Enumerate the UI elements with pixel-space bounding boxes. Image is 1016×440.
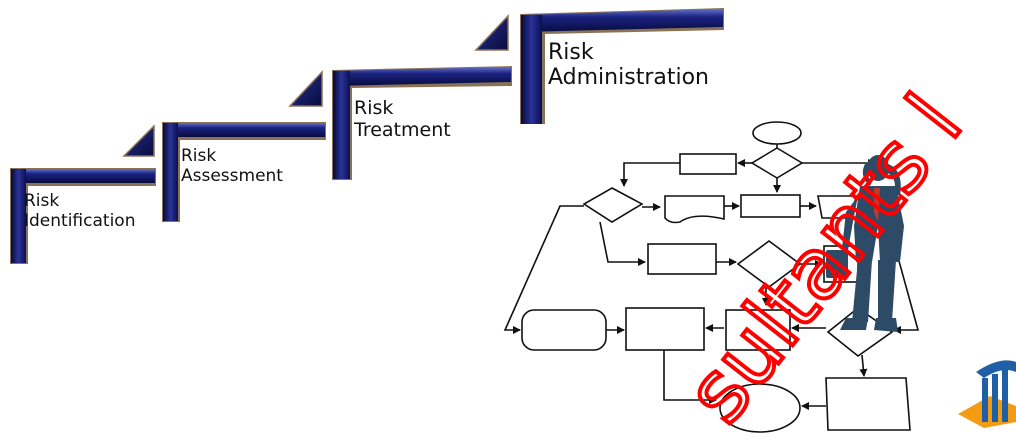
step-label-line2: Assessment bbox=[181, 165, 283, 186]
step-label-risk-treatment: Risk Treatment bbox=[354, 97, 451, 142]
step-label-risk-assessment: Risk Assessment bbox=[181, 146, 283, 186]
flow-start-oval bbox=[752, 121, 802, 145]
step-label-risk-administration: Risk Administration bbox=[548, 40, 709, 90]
step-label-line1: Risk bbox=[24, 191, 60, 211]
step-label-line2: Administration bbox=[548, 64, 709, 90]
flow-box-bottom-right bbox=[825, 377, 911, 431]
step-label-line2: Treatment bbox=[354, 118, 451, 141]
step-label-line1: Risk bbox=[354, 97, 394, 119]
flow-box-lower bbox=[647, 243, 717, 275]
company-logo-icon bbox=[958, 360, 1016, 428]
flow-terminal-left bbox=[521, 309, 607, 351]
flow-box-mid bbox=[740, 194, 801, 218]
flow-box-bottom-mid bbox=[725, 309, 791, 351]
flow-decision-top bbox=[750, 147, 804, 179]
step-risk-identification bbox=[10, 124, 156, 264]
flow-box-bottom-left bbox=[625, 307, 705, 351]
flow-box-top bbox=[679, 153, 737, 175]
businessman-figure-icon bbox=[826, 155, 904, 332]
step-label-line1: Risk bbox=[181, 146, 217, 166]
step-label-line1: Risk bbox=[548, 40, 594, 65]
flow-decision-mid bbox=[736, 240, 802, 288]
step-label-risk-identification: Risk Identification bbox=[24, 191, 136, 231]
flow-document bbox=[664, 195, 725, 224]
flow-decision-left bbox=[582, 187, 644, 223]
flow-end-oval bbox=[719, 383, 801, 433]
step-risk-assessment bbox=[162, 70, 326, 222]
step-label-line2: Identification bbox=[24, 210, 136, 231]
step-risk-administration bbox=[520, 8, 724, 124]
step-risk-treatment bbox=[332, 14, 512, 180]
